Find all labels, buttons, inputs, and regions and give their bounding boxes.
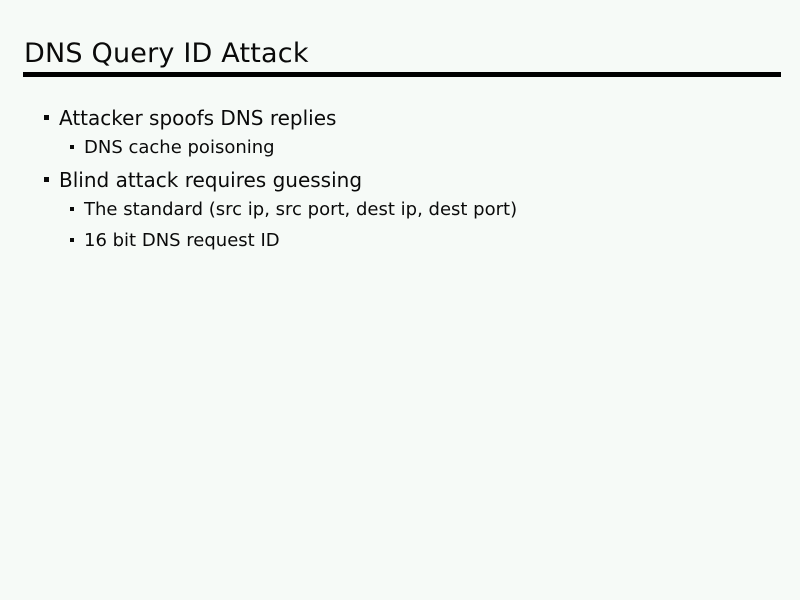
square-bullet-icon xyxy=(70,238,74,242)
bullet-label: The standard (src ip, src port, dest ip,… xyxy=(84,199,518,220)
square-bullet-icon xyxy=(44,115,49,120)
slide-bullet-list: Attacker spoofs DNS replies DNS cache po… xyxy=(0,106,800,261)
bullet-item: The standard (src ip, src port, dest ip,… xyxy=(0,199,800,230)
bullet-item: 16 bit DNS request ID xyxy=(0,230,800,261)
bullet-label: Blind attack requires guessing xyxy=(59,168,363,192)
bullet-label: 16 bit DNS request ID xyxy=(84,230,280,251)
bullet-label: DNS cache poisoning xyxy=(84,137,275,158)
square-bullet-icon xyxy=(44,177,49,182)
slide-title: DNS Query ID Attack xyxy=(24,38,309,69)
square-bullet-icon xyxy=(70,145,74,149)
square-bullet-icon xyxy=(70,207,74,211)
bullet-label: Attacker spoofs DNS replies xyxy=(59,106,337,130)
title-underline-rule xyxy=(23,72,781,77)
bullet-item: Attacker spoofs DNS replies xyxy=(0,106,800,137)
bullet-item: DNS cache poisoning xyxy=(0,137,800,168)
bullet-item: Blind attack requires guessing xyxy=(0,168,800,199)
